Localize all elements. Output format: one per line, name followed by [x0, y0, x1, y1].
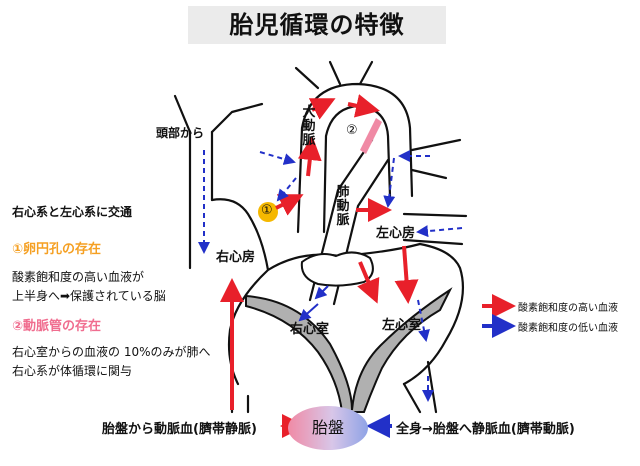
pulmonary-artery-label: 肺動脈 — [336, 185, 350, 228]
left-atrium-label: 左心房 — [376, 226, 416, 241]
right-atrium-label: 右心房 — [216, 250, 256, 265]
placenta-out-label: 全身→胎盤へ静脈血(臍帯動脈) — [396, 422, 575, 437]
placenta-label: 胎盤 — [311, 418, 344, 437]
legend-high-label: 酸素飽和度の高い血液 — [518, 303, 618, 314]
ductus-line-2: 右心系が体循環に関与 — [12, 364, 133, 378]
superior-vena-cava — [188, 130, 214, 270]
placenta: 胎盤 — [288, 406, 368, 450]
inferior-vena-cava — [230, 382, 250, 414]
ventricular-septum — [245, 287, 453, 413]
descending-aorta — [402, 360, 438, 414]
foramen-line-1: 酸素飽和度の高い血液が — [12, 270, 145, 284]
foramen-line-2: 上半身へ➡保護されている脳 — [12, 289, 166, 303]
left-ventricle-label: 左心室 — [382, 318, 422, 333]
page-title: 胎児循環の特徴 — [229, 11, 405, 39]
cross-note: 右心系と左心系に交通 — [12, 205, 133, 219]
legend-low-label: 酸素飽和度の低い血液 — [518, 323, 618, 334]
pulmonary-veins — [402, 212, 468, 246]
foramen-marker — [258, 202, 278, 222]
right-branches — [410, 138, 462, 180]
ductus-marker — [360, 118, 382, 154]
ductus-heading: ②動脈管の存在 — [12, 319, 102, 334]
head-vessels — [173, 94, 264, 134]
right-ventricle-label: 右心室 — [290, 322, 330, 337]
valve — [300, 251, 374, 287]
ductus-line-1: 右心室からの血液の 10%のみが肺へ — [12, 345, 211, 359]
aorta-label: 大動脈 — [302, 105, 316, 148]
aortic-branches — [294, 60, 374, 90]
ductus-marker-label: ② — [346, 123, 358, 138]
foramen-heading: ①卵円孔の存在 — [12, 242, 102, 257]
head-label: 頭部から — [156, 126, 205, 140]
foramen-marker-label: ① — [261, 203, 273, 218]
title-background — [188, 6, 446, 44]
placenta-in-label: 胎盤から動脈血(臍帯静脈) — [102, 422, 257, 437]
